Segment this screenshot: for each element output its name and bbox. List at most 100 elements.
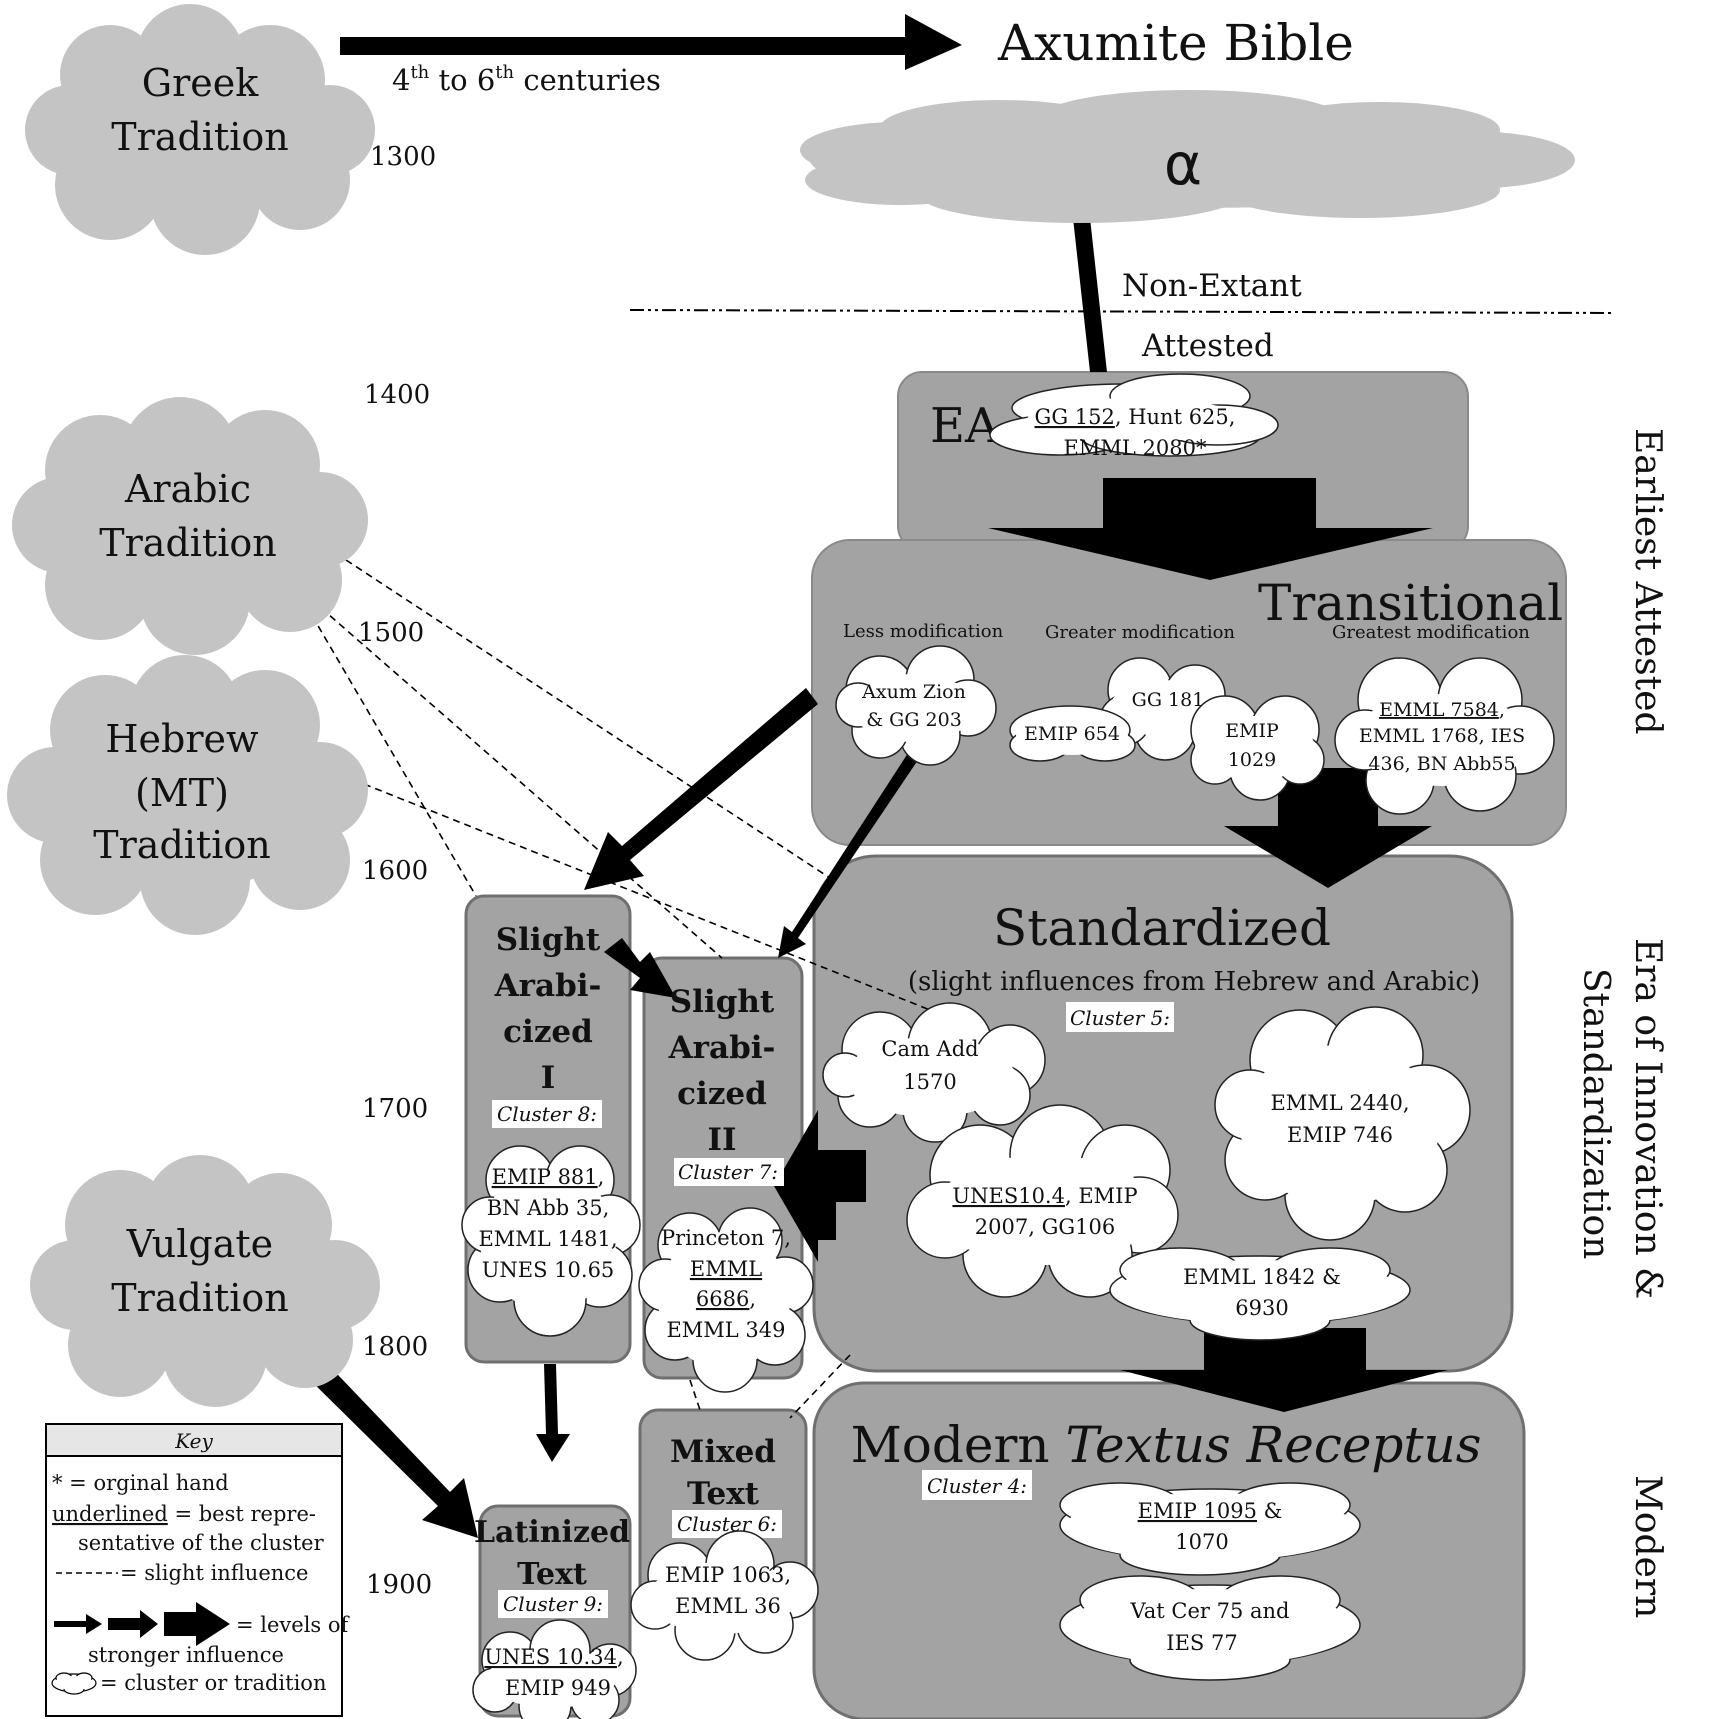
mixed-text-cluster-fill [648,1562,796,1634]
greek-tradition-line2: Tradition [111,115,288,159]
year-1300: 1300 [370,142,436,172]
emml1842-line2: 6930 [1235,1296,1288,1320]
hebrew-tradition-cloud [7,655,368,935]
vulgate-to-latinized-arrow [302,1354,478,1538]
emip1029-line1: EMIP [1225,720,1279,742]
emml7584-line3: 436, BN Abb55 [1368,753,1515,775]
vat-cer-line1: Vat Cer 75 and [1130,1599,1290,1623]
ea-cluster-fill [1027,398,1243,442]
era-modern: Modern [1627,1475,1668,1618]
axumite-bible-title: Axumite Bible [997,14,1354,72]
greek-tradition-line1: Greek [142,61,259,105]
standardized-to-modern-arrow [1120,1328,1448,1412]
arabicized-2-to-mixed-dash [689,1379,701,1411]
cluster-4-label: Cluster 4: [927,1474,1027,1498]
key-levels-line1: = levels of [236,1613,351,1637]
axum-zion-line1: Axum Zion [861,681,966,703]
greek-to-axumite-arrow [340,14,962,70]
arabicized-1-line2: BN Abb 35, [487,1196,610,1220]
arabic-to-arabicized-1-dash [299,594,477,897]
arabicized-2-title-3: cized [677,1076,767,1112]
ea-to-transitional-arrow [988,478,1433,580]
emip1095-line2: 1070 [1175,1530,1228,1554]
greatest-modification-label: Greatest modification [1332,622,1530,643]
arabicized-2-title-1: Slight [670,984,775,1020]
arabicized-1-to-2-arrow [604,938,676,998]
vulgate-tradition-cloud [30,1155,380,1407]
arabicized-1-to-latinized-arrow [536,1364,570,1462]
cluster-4-label-bg [922,1470,1032,1500]
arabicized-1-title-3: cized [503,1014,593,1050]
alpha-label: α [1164,130,1202,198]
key-arrow-thick [164,1602,230,1646]
greek-tradition-cloud [25,4,375,255]
emml7584-fill [1352,694,1532,786]
standardized-to-mixed-dash [789,1354,851,1419]
cam-add-line2: 1570 [903,1070,956,1094]
cluster-7-label: Cluster 7: [678,1160,778,1184]
cluster-8-label-bg [492,1100,602,1128]
unes10-4-line1: UNES10.4, EMIP [952,1184,1137,1208]
key-box [45,1423,343,1717]
cluster-9-label: Cluster 9: [503,1592,603,1616]
arabicized-1-title-2: Arabi- [494,968,602,1004]
gg181-label: GG 181 [1132,689,1205,711]
transitional-title: Transitional [1258,574,1563,632]
key-header [45,1423,343,1457]
modern-textus-receptus-title: Modern Textus Receptus [851,1416,1482,1474]
arabicized-2-title-2: Arabi- [668,1030,776,1066]
ea-label: EA [930,398,1001,454]
unes10-4-line2: 2007, GG106 [975,1215,1115,1239]
emml1842-fill [1115,1260,1405,1324]
emml2440-line1: EMML 2440, [1270,1091,1409,1115]
arabic-tradition-cloud [12,397,368,655]
attested-label: Attested [1141,328,1274,364]
latinized-text-cluster-fill [488,1648,616,1708]
arabic-to-standardized-dash [345,559,831,879]
emip654-fill [1016,715,1128,755]
emml1842-line1: EMML 1842 & [1183,1265,1341,1289]
year-1900: 1900 [366,1570,432,1600]
key-arrow-medium [108,1610,158,1638]
latinized-text-title-1: Latinized [474,1515,630,1550]
influence-arrows [302,14,1448,1538]
cluster-5-label: Cluster 5: [1070,1006,1170,1030]
hebrew-tradition-line2: (MT) [135,771,229,815]
vat-cer-line2: IES 77 [1166,1631,1237,1655]
arabic-tradition-line2: Tradition [99,521,276,565]
arabicized-2-line1: Princeton 7, [661,1226,791,1250]
arabicized-1-cluster-fill [480,1170,616,1310]
cam-add-line1: Cam Add [881,1037,978,1061]
latinized-text-line1: UNES 10.34, [484,1645,623,1669]
arabicized-2-cluster-fill [658,1232,790,1368]
transitional-to-standardized-arrow [1224,768,1432,888]
mixed-text-title-1: Mixed [670,1434,776,1470]
year-1700: 1700 [362,1094,428,1124]
vat-cer-fill [1065,1589,1355,1665]
key-underlined-line1: underlined = best repre- [52,1502,316,1526]
key-original-hand: * = orginal hand [52,1471,229,1495]
key-levels-line2: stronger influence [88,1643,284,1667]
arabicized-1-title-4: I [541,1060,556,1096]
transitional-to-arabicized-1-arrow [584,688,818,890]
latinized-text-title-2: Text [517,1557,587,1592]
arabicized-2-title-4: II [707,1122,736,1158]
non-extant-label: Non-Extant [1122,268,1302,304]
hebrew-tradition-line1: Hebrew [105,717,259,761]
gg181-fill [1110,680,1214,736]
emip1095-line1: EMIP 1095 & [1138,1499,1283,1523]
cluster-8-label: Cluster 8: [497,1102,597,1126]
hebrew-to-standardized-dash [363,783,931,1011]
arabicized-2-line2: EMML [690,1257,762,1281]
emml7584-line1: EMML 7584, [1379,699,1505,721]
axum-zion-line2: & GG 203 [866,709,962,731]
less-modification-label: Less modification [843,621,1004,642]
year-1600: 1600 [362,856,428,886]
cluster-7-label-bg [674,1158,784,1186]
arabicized-1-line1: EMIP 881, [492,1165,605,1189]
standardized-to-arabicized-2-arrow [774,1110,866,1262]
cluster-5-label-bg [1066,1002,1174,1032]
era-innovation-line1: Era of Innovation & [1627,938,1668,1299]
mixed-text-title-2: Text [687,1476,760,1512]
